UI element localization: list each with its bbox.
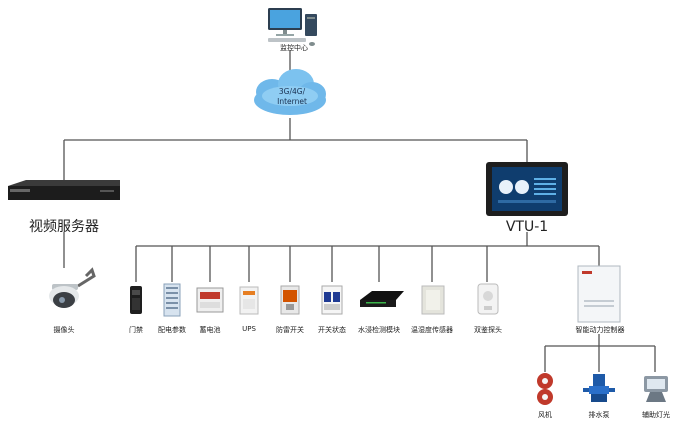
network-label-line1: 3G/4G/: [278, 87, 306, 96]
controller-label: 智能动力控制器: [575, 326, 625, 334]
sensor-label-battery: 蓄电池: [199, 326, 221, 334]
monitor-center-computer-icon: [268, 8, 317, 46]
video-server-label: 视频服务器: [29, 219, 99, 235]
cloud-icon: [254, 69, 326, 115]
battery-monitor-icon: [196, 287, 224, 313]
output-label-fan: 风机: [538, 411, 552, 419]
power-controller-cabinet-icon: [577, 265, 621, 323]
sensor-label-dual-probe: 双鉴探头: [474, 326, 502, 334]
output-label-pump: 排水泵: [588, 411, 610, 419]
video-server-icon: [8, 180, 120, 200]
door-access-reader-icon: [130, 286, 142, 314]
network-label-line2: Internet: [277, 97, 307, 106]
ups-icon: [239, 286, 259, 315]
sensor-label-water: 水浸检测模块: [358, 326, 400, 334]
power-meter-icon: [163, 283, 181, 317]
sensor-label-ups: UPS: [242, 325, 256, 333]
sensor-label-temp-humidity: 温湿度传感器: [411, 326, 453, 334]
fan-icon: [537, 373, 553, 405]
vtu-label: VTU-1: [505, 219, 549, 235]
camera-label: 摄像头: [53, 326, 75, 334]
dual-tech-detector-icon: [477, 283, 499, 315]
circuit-breaker-icon: [321, 285, 343, 315]
output-label-aux-light: 辅助灯光: [642, 411, 670, 419]
monitor-center-label: 监控中心: [280, 44, 308, 52]
connection-lines: [63, 50, 656, 372]
sensor-label-switch-state: 开关状态: [318, 326, 346, 334]
floodlight-icon: [644, 376, 668, 402]
sensor-label-surge: 防雷开关: [276, 326, 304, 334]
vtu-device-icon: [486, 162, 568, 216]
sensor-label-power-param: 配电参数: [158, 326, 186, 334]
sensor-label-door: 门禁: [129, 326, 143, 334]
network-label: 3G/4G/ Internet: [262, 87, 322, 107]
dome-camera-icon: [49, 267, 96, 308]
surge-protector-icon: [280, 285, 300, 315]
water-pump-icon: [583, 374, 615, 402]
water-sensor-module-icon: [360, 291, 404, 307]
temperature-humidity-sensor-icon: [421, 285, 445, 315]
